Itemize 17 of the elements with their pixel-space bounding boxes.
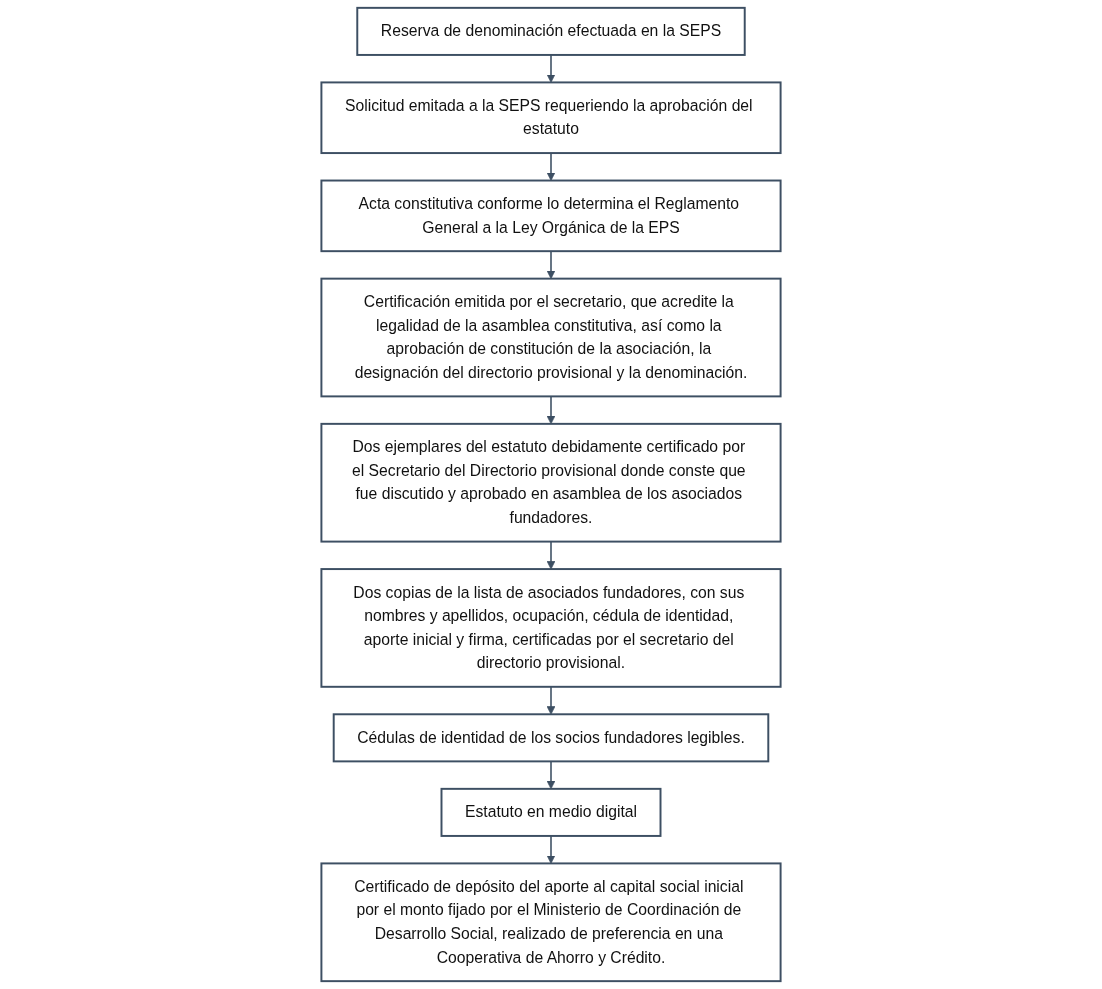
node-box: Reserva de denominación efectuada en la SEPS	[356, 6, 746, 56]
node-box: Certificado de depósito del aporte al capital social inicial por el monto fijado por el Ministerio de Coordinación de Desarrollo Social, realizado de preferencia en una Cooperativa de Ahorro y Crédito.	[320, 862, 782, 983]
arrow	[546, 686, 556, 715]
node-box: Cédulas de identidad de los socios fundadores legibles.	[332, 713, 770, 763]
node-box: Acta constitutiva conforme lo determina el Reglamento General a la Ley Orgánica de la EPS	[320, 179, 782, 253]
node-box: Certificación emitida por el secretario, que acredite la legalidad de la asamblea constitutiva, así como la aprobación de constitución de la asociación, la designación del directorio provisional y la denominación.	[320, 277, 782, 398]
arrow	[546, 54, 556, 83]
node-box: Solicitud emitada a la SEPS requeriendo la aprobación del estatuto	[320, 81, 782, 155]
arrow	[546, 152, 556, 181]
arrow	[546, 250, 556, 280]
node-box: Estatuto en medio digital	[440, 787, 662, 837]
arrow	[546, 835, 556, 864]
node-box: Dos copias de la lista de asociados fundadores, con sus nombres y apellidos, ocupación, cédula de identidad, aporte inicial y firma, certificadas por el secretario del directorio provisional.	[320, 568, 782, 688]
arrow	[546, 540, 556, 570]
arrow	[546, 760, 556, 790]
arrow	[546, 395, 556, 425]
node-box: Dos ejemplares del estatuto debidamente certificado por el Secretario del Directorio provisional donde conste que fue discutido y aprobado en asamblea de los asociados fundadores.	[320, 422, 782, 543]
